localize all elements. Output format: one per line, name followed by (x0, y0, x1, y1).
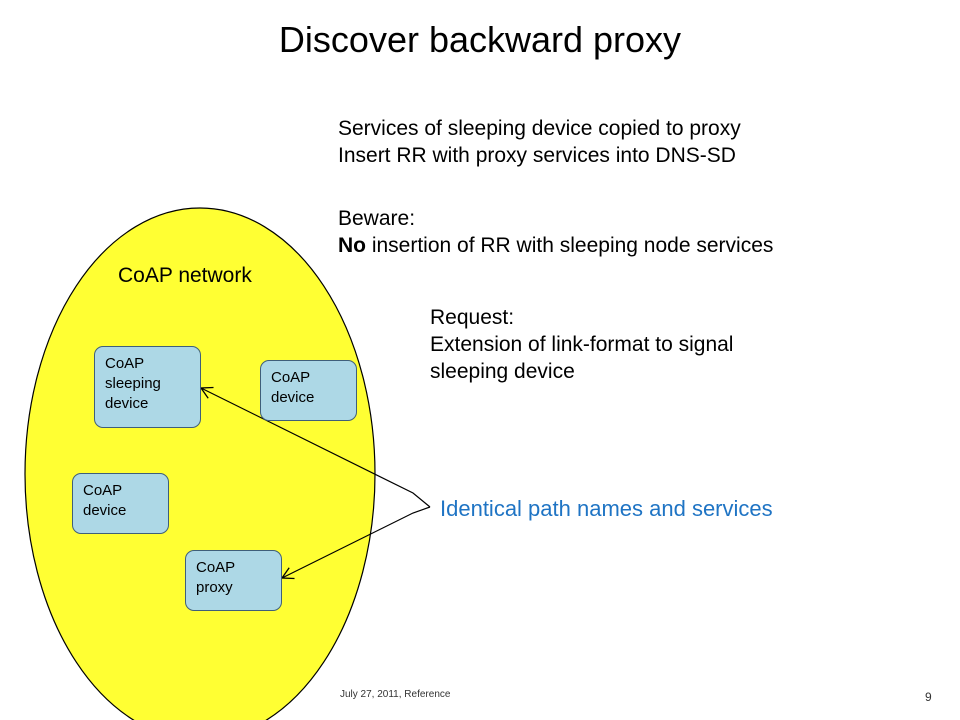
node-label-line: CoAP (196, 559, 236, 576)
coap-device-node-right: CoAP device (260, 360, 357, 421)
node-label-line: CoAP (83, 482, 123, 499)
node-label-line: device (271, 389, 315, 406)
request-heading: Request: (430, 306, 515, 329)
beware-statement: No insertion of RR with sleeping node se… (338, 232, 773, 259)
coap-sleeping-device-node: CoAP sleeping device (94, 346, 201, 428)
coap-proxy-node: CoAP proxy (185, 550, 282, 611)
services-text-block: Services of sleeping device copied to pr… (338, 115, 741, 169)
callout-arrow-to-proxy (280, 506, 431, 580)
coap-network-label: CoAP network (118, 264, 252, 287)
node-label-line: CoAP (271, 369, 311, 386)
request-line-3: sleeping device (430, 360, 575, 383)
beware-rest: insertion of RR with sleeping node servi… (366, 234, 774, 257)
beware-text-block: Beware: No insertion of RR with sleeping… (338, 205, 773, 259)
node-label-line: CoAP (105, 355, 145, 372)
footer-date: July 27, 2011, Reference (340, 689, 451, 700)
node-label-line: sleeping (105, 375, 161, 392)
node-label-line: device (105, 395, 149, 412)
request-text-block: Request: Extension of link-format to sig… (430, 304, 733, 385)
callout-arrow-to-sleeping-device (199, 386, 431, 508)
node-label-line: device (83, 502, 127, 519)
services-line-2: Insert RR with proxy services into DNS-S… (338, 144, 736, 167)
services-line-1: Services of sleeping device copied to pr… (338, 117, 741, 140)
node-label-line: proxy (196, 579, 233, 596)
page-number: 9 (925, 690, 932, 704)
request-line-2: Extension of link-format to signal (430, 333, 734, 356)
beware-emphasis: No (338, 234, 366, 257)
identical-paths-callout: Identical path names and services (440, 496, 773, 521)
beware-heading: Beware: (338, 207, 416, 230)
coap-device-node-left: CoAP device (72, 473, 169, 534)
slide-title: Discover backward proxy (278, 19, 682, 60)
